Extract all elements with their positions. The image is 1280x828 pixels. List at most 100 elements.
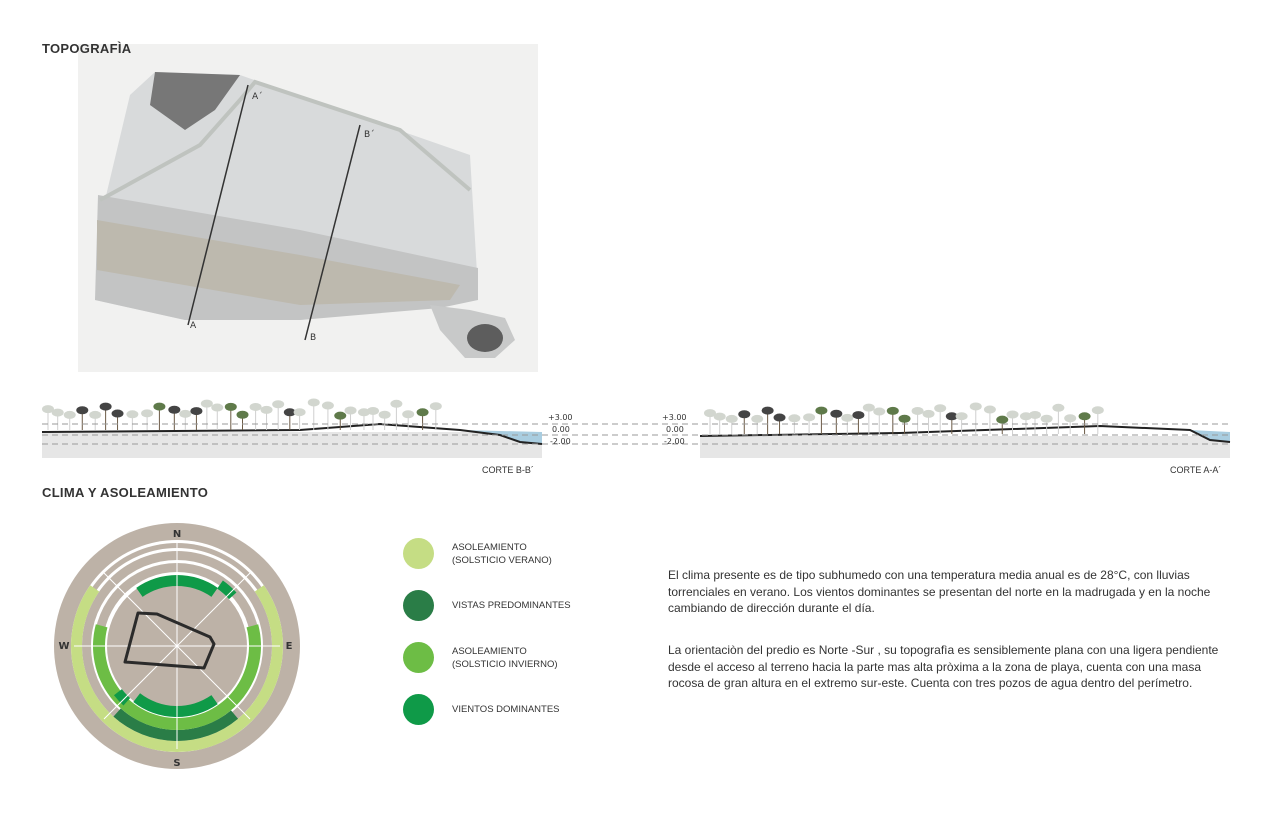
palm-tree [293,408,306,430]
legend-winter-sun: ASOLEAMIENTO (SOLSTICIO INVIERNO) [403,642,558,673]
rock-mass [467,324,503,352]
palm-tree [334,411,347,430]
palm-tree [272,400,285,430]
palm-tree [111,409,124,430]
legend-label: VISTAS PREDOMINANTES [452,600,571,611]
wind-arc-southwest [113,689,131,706]
palm-tree [211,403,224,430]
palm-tree [63,410,76,430]
palm-tree [179,409,192,430]
palm-tree [390,399,403,430]
palm-tree [51,408,64,430]
palm-tree [713,412,726,434]
legend-summer-sun: ASOLEAMIENTO (SOLSTICIO VERANO) [403,538,552,569]
palm-tree [89,410,102,430]
palm-tree [1040,414,1053,434]
marker-a-prime: A´ [252,91,263,102]
marker-b-prime: B´ [364,129,375,140]
palm-tree [283,408,296,430]
palm-tree [983,405,996,434]
compass-west: W [58,641,69,652]
level-aa-minus2: -2.00 [664,437,685,446]
palm-tree [236,410,249,430]
palm-tree [841,413,854,434]
palm-tree [898,414,911,434]
climate-paragraph: El clima presente es de tipo subhumedo c… [668,568,1211,615]
palm-tree [738,410,751,434]
level-bb-0: 0.00 [552,425,570,434]
palm-tree [1078,412,1091,434]
palm-tree [416,408,429,430]
palm-tree [344,406,357,430]
level-bb-plus3: +3.00 [548,413,573,422]
legend-swatch [403,590,434,621]
palm-tree [153,402,166,430]
palm-tree [321,401,334,430]
palm-tree [830,409,843,434]
palm-tree [367,406,380,430]
palm-tree [1052,403,1065,434]
sand-band [97,220,460,305]
palm-tree [886,406,899,434]
section-aa [699,402,1231,458]
palm-tree [200,399,213,430]
palm-tree [402,410,415,430]
palm-tree [224,402,237,430]
legend-label: VIENTOS DOMINANTES [452,704,560,715]
cut-line-a [187,84,249,326]
palm-tree [955,412,968,434]
cut-bb-label: CORTE B-B´ [482,465,534,475]
palm-tree [751,414,764,434]
palm-tree [1064,414,1077,434]
level-aa-0: 0.00 [666,425,684,434]
palm-tree [945,412,958,434]
legend-label: ASOLEAMIENTO (SOLSTICIO VERANO) [452,541,552,566]
palm-tree [141,409,154,430]
palm-tree [357,408,370,430]
palm-tree [190,407,203,430]
wind-arc-northeast [217,580,237,600]
palm-tree [1006,410,1019,434]
palm-tree [99,402,112,430]
palm-tree [42,405,54,430]
level-bb-minus2: -2.00 [550,437,571,446]
palm-tree [429,402,442,430]
palm-tree [761,406,774,434]
palm-tree [249,402,262,430]
palm-tree [922,409,935,434]
palm-tree [1091,406,1104,434]
sun-wind-diagram [54,523,300,769]
section-bb [41,398,543,458]
palm-tree [378,410,391,430]
level-aa-plus3: +3.00 [662,413,687,422]
palm-tree [996,415,1009,434]
palm-tree [704,409,716,434]
compass-east: E [286,641,293,652]
level-lines [42,423,1230,445]
legend-swatch [403,694,434,725]
palm-tree [934,404,947,434]
access-road [99,79,472,202]
topography-title: TOPOGRAFÌA [42,41,132,56]
views-arc [113,708,239,742]
palm-tree [911,406,924,434]
summer-sun-arc [70,585,283,753]
legend-views: VISTAS PREDOMINANTES [403,590,571,621]
palm-tree [815,406,828,434]
palm-tree [862,403,875,434]
palm-tree [873,407,886,434]
palm-tree [307,398,320,430]
orientation-paragraph: La orientaciòn del predio es Norte -Sur … [668,643,1219,690]
palm-tree [803,413,816,434]
legend-label: ASOLEAMIENTO (SOLSTICIO INVIERNO) [452,645,558,670]
marker-a: A [190,321,197,331]
palm-tree [1029,410,1042,434]
legend-swatch [403,642,434,673]
palm-tree [76,406,89,430]
hill-contours [150,72,240,130]
palm-tree [168,405,181,430]
cut-aa-label: CORTE A-A´ [1170,465,1222,475]
compass-north: N [173,529,181,540]
